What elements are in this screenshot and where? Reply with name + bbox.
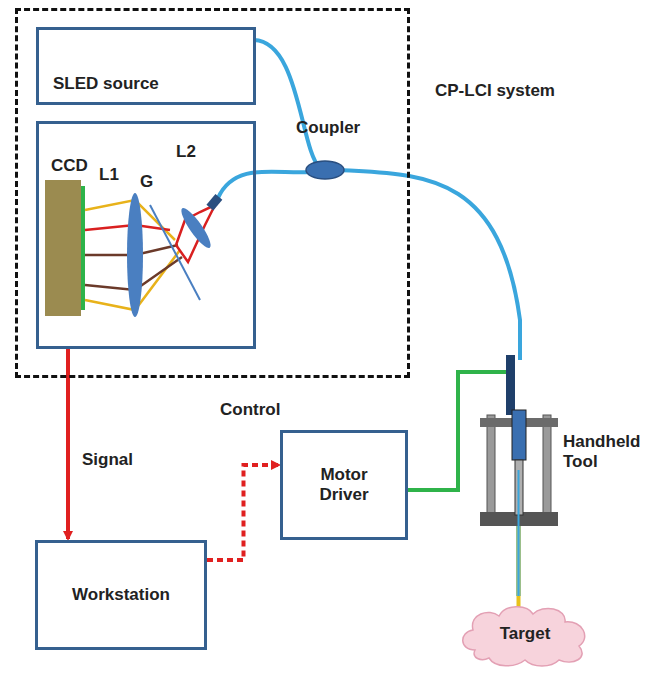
target-cloud: Target [455,600,595,668]
system-frame: CP-LCI systemSLED sourceCCD [15,8,410,378]
coupler [306,161,344,179]
part-label: Handheld Tool [563,432,655,472]
control-arrow [207,465,279,560]
edge-label: Signal [80,450,135,470]
edge-label: Control [218,400,282,420]
ccd-surface [81,186,85,310]
fiber [340,170,520,360]
driver-box: Motor Driver [280,430,408,540]
node-text: CCD [51,156,88,176]
handheld-tool [480,355,558,610]
node-text: Target [455,624,595,644]
ccd-sensor [45,180,81,316]
workstation-box: Workstation [35,540,207,650]
node-text: Motor Driver [309,465,379,505]
node-text: SLED source [53,74,159,94]
source-box: SLED source [36,27,256,105]
node-text: Workstation [38,585,204,605]
fiber [218,172,310,198]
part-label: Coupler [296,118,360,138]
node-text: CP-LCI system [435,81,555,101]
lens-l2 [177,205,214,251]
part-label: L2 [176,142,196,162]
fiber [253,40,320,168]
spectrometer-box: CCD [36,121,256,349]
fiber-collimator [206,194,222,211]
part-label: G [140,172,153,192]
part-label: L1 [99,165,119,185]
lens-l1 [127,193,143,317]
